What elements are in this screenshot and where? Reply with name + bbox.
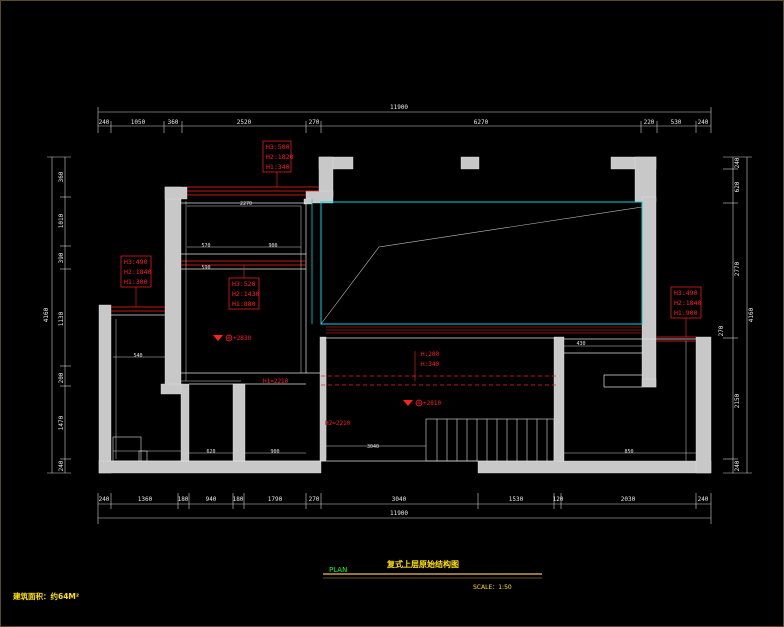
beam-lines (111, 186, 696, 342)
area-label: 建筑面积：约64M² (12, 591, 79, 601)
top-dim-1: 240 (99, 119, 110, 126)
plan-label: PLAN (329, 566, 347, 574)
beam-h1-text: H:340 (421, 361, 439, 368)
bottom-dim-3: 180 (178, 496, 189, 503)
inner-dim-2: 570 (201, 243, 210, 249)
beam-label-1: H1=2210 (263, 378, 289, 385)
right-dimension-chain (723, 156, 752, 474)
inner-dim-8: 540 (133, 353, 142, 359)
tag1-h1: H1:340 (266, 163, 290, 171)
left-dim-1: 360 (58, 171, 65, 182)
height-tag-3: H3:520 H2:1430 H1:880 (228, 265, 259, 310)
tag1-h3: H3:500 (266, 143, 290, 151)
level-lower-text: +2810 (423, 400, 441, 407)
ceiling-hatch (326, 326, 641, 334)
bottom-dim-11: 2030 (621, 496, 636, 503)
right-dim-2: 620 (734, 181, 741, 192)
tag1-h2: H2:1820 (266, 153, 293, 161)
bottom-dim-1: 240 (99, 496, 110, 503)
wall-outlines (111, 202, 696, 462)
bottom-dim-12: 240 (698, 496, 709, 503)
top-dimension-chain (97, 107, 712, 133)
title-block: 复式上层原始结构图 PLAN SCALE：1:50 (323, 559, 542, 591)
top-overall-dim: 11900 (390, 104, 408, 111)
right-dim-5: 240 (734, 460, 741, 471)
top-dim-5: 270 (309, 119, 320, 126)
toilet-fixture (112, 436, 148, 462)
bottom-dim-6: 1790 (268, 496, 283, 503)
tag4-h1: H1:900 (674, 309, 698, 317)
beam-label-2: H2=2210 (325, 420, 351, 427)
inner-dim-5: 3040 (367, 444, 379, 450)
top-dim-7: 220 (644, 119, 655, 126)
height-tag-1: H3:500 H2:1820 H1:340 (262, 140, 293, 187)
tag2-h2: H2:1840 (124, 268, 151, 276)
inner-dim-4: 590 (201, 265, 210, 271)
scale-label: SCALE：1:50 (473, 584, 512, 591)
bottom-dim-7: 270 (309, 496, 320, 503)
bottom-dim-8: 3040 (392, 496, 407, 503)
tag3-h1: H1:880 (232, 300, 256, 308)
right-dim-1: 240 (734, 157, 741, 168)
inner-dim-7: 850 (624, 449, 633, 455)
left-dimension-chain (47, 156, 71, 474)
tag3-h3: H3:520 (232, 280, 256, 288)
top-dim-4: 2520 (237, 119, 252, 126)
drawing-title: 复式上层原始结构图 (386, 559, 459, 569)
height-tag-2: H3:490 H2:1840 H1:300 (120, 255, 151, 307)
beam-height-mark: H:200 H:340 (414, 351, 439, 381)
tag4-h3: H3:490 (674, 289, 698, 297)
inner-dim-6: 430 (576, 341, 585, 347)
dashed-beams (321, 375, 556, 386)
inner-dim-9: 620 (206, 449, 215, 455)
bottom-dim-2: 1360 (138, 496, 153, 503)
bottom-dim-10: 120 (553, 496, 564, 503)
level-mark-lower: +2810 (403, 399, 441, 407)
left-overall-dim: 4160 (43, 307, 50, 322)
left-dim-2: 1010 (58, 213, 65, 228)
beam-h-text: H:200 (421, 351, 439, 358)
right-overall-dim-a: 2770 (734, 261, 741, 276)
top-dim-2: 1050 (131, 119, 146, 126)
left-dim-4: 1130 (58, 311, 65, 326)
top-dim-3: 360 (168, 119, 179, 126)
bottom-dim-4: 940 (206, 496, 217, 503)
right-overall-dim-b: 4160 (748, 307, 755, 322)
top-dim-6: 6270 (474, 119, 489, 126)
level-upper-text: +2830 (233, 335, 251, 342)
inner-dim-10: 900 (270, 449, 279, 455)
right-dim-3: 270 (718, 325, 725, 336)
staircase (425, 418, 555, 462)
left-dim-3: 390 (58, 252, 65, 263)
tag4-h2: H2:1840 (674, 299, 701, 307)
level-mark-upper: +2830 (213, 334, 251, 342)
inner-dim-1: 2270 (240, 201, 252, 207)
walls (98, 156, 712, 474)
tag2-h1: H1:300 (124, 278, 148, 286)
inner-dim-3: 900 (268, 243, 277, 249)
right-dim-4: 2150 (734, 393, 741, 408)
inner-dimension-ticks (113, 201, 696, 461)
top-dim-9: 240 (698, 119, 709, 126)
double-height-void (311, 199, 643, 325)
bottom-overall-dim: 11900 (390, 510, 408, 517)
left-dim-6: 1470 (58, 415, 65, 430)
height-tag-4: H3:490 H2:1840 H1:900 (670, 286, 701, 337)
tag2-h3: H3:490 (124, 258, 148, 266)
bottom-dimension-chain (97, 493, 712, 524)
left-dim-5: 200 (58, 372, 65, 383)
top-dim-8: 530 (671, 119, 682, 126)
tag3-h2: H2:1430 (232, 290, 259, 298)
left-dim-7: 240 (58, 460, 65, 471)
bottom-dim-9: 1530 (509, 496, 524, 503)
bottom-dim-5: 180 (233, 496, 244, 503)
